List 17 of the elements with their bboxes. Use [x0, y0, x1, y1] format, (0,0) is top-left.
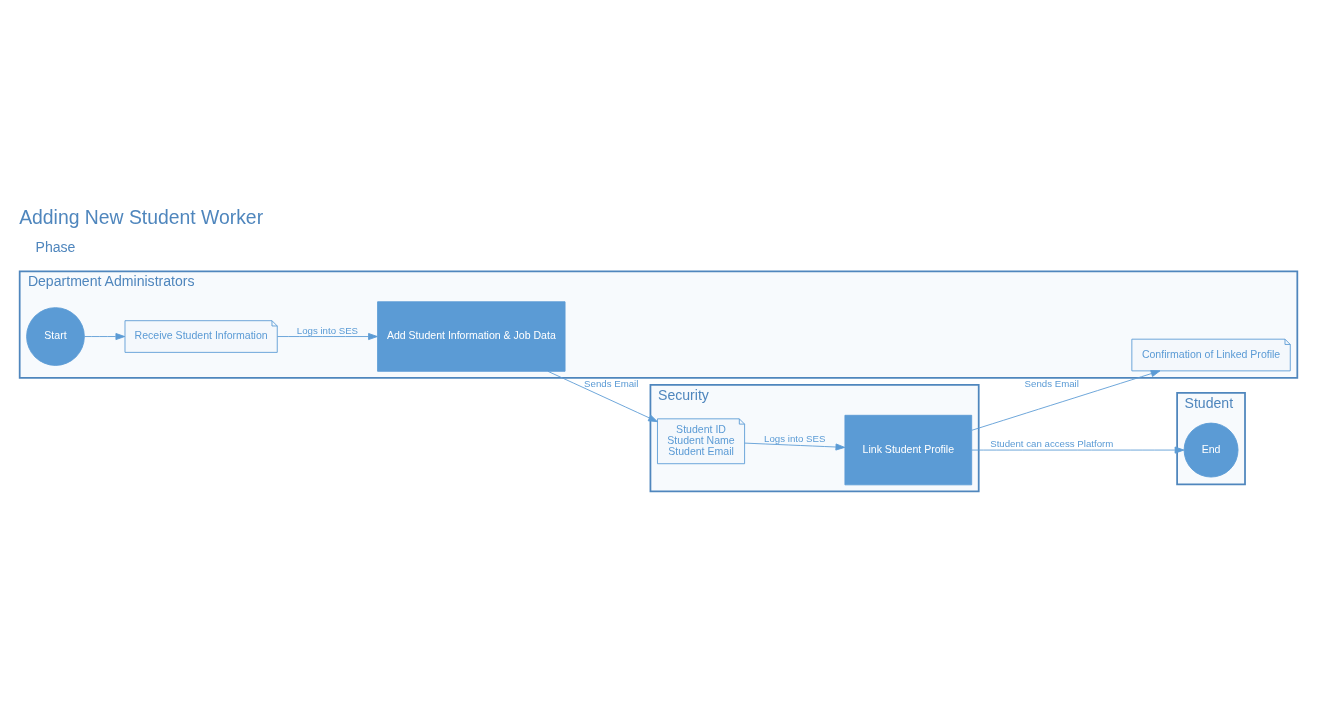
- node-box: Link Student Profile: [844, 414, 973, 486]
- node-circle: End: [1183, 422, 1239, 478]
- edge-label: Sends Email: [1024, 377, 1079, 389]
- arrow: [971, 370, 1161, 431]
- label: Phase: [35, 238, 76, 255]
- edge-label: Logs into SES: [764, 432, 826, 444]
- arrow: [744, 442, 846, 451]
- arrow: [547, 371, 658, 423]
- diagram-title: Adding New Student Worker: [19, 205, 264, 228]
- edge-label: Student can access Platform: [990, 438, 1114, 450]
- arrow: [84, 333, 126, 341]
- arrow: [277, 333, 378, 341]
- node-circle: Start: [26, 307, 85, 366]
- node-box: Add Student Information & Job Data: [377, 301, 566, 372]
- edge-label: Sends Email: [584, 377, 639, 389]
- edge-label: Logs into SES: [296, 324, 359, 336]
- arrow: [971, 446, 1185, 454]
